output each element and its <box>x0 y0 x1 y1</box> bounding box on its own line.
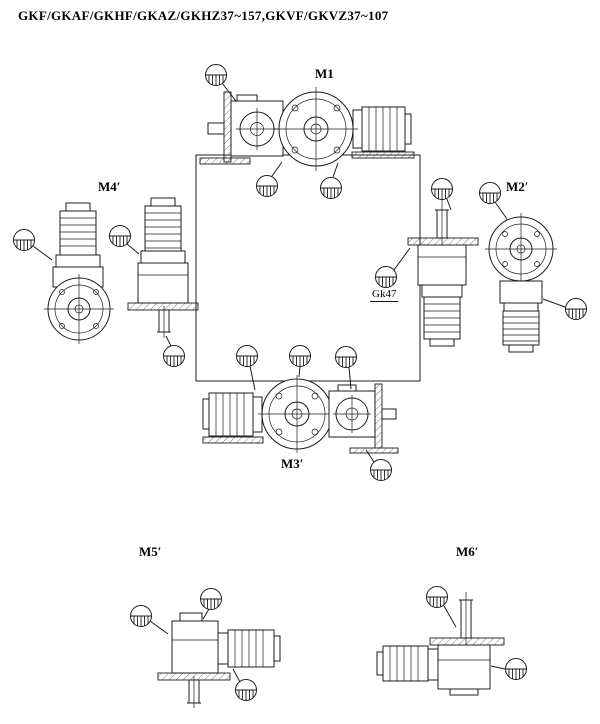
label-m6: M6′ <box>456 544 479 559</box>
oil-level-icon <box>370 459 392 481</box>
m4-drawing <box>13 197 199 367</box>
label-m3: M3′ <box>281 456 304 471</box>
label-m2: M2′ <box>506 179 529 194</box>
oil-level-icon <box>431 178 453 200</box>
oil-level-icon <box>505 658 527 680</box>
m5-drawing <box>130 588 281 708</box>
label-gk47: Gk47 <box>370 288 399 302</box>
m2-drawing <box>407 178 587 353</box>
page-title: GKF/GKAF/GKHF/GKAZ/GKHZ37~157,GKVF/GKVZ3… <box>18 8 389 23</box>
label-m5: M5′ <box>139 544 162 559</box>
oil-level-icon <box>375 266 397 288</box>
oil-level-icon <box>13 229 35 251</box>
label-m4: M4′ <box>98 179 121 194</box>
oil-level-icon <box>235 679 257 701</box>
label-m1: M1 <box>315 66 334 81</box>
oil-level-icon <box>426 586 448 608</box>
oil-level-icon <box>479 182 501 204</box>
oil-level-icon <box>256 175 278 197</box>
oil-level-icon <box>289 345 311 367</box>
m1-drawing <box>256 87 415 199</box>
oil-level-icon <box>335 346 357 368</box>
gk47-callout <box>375 247 411 288</box>
oil-level-icon <box>163 345 185 367</box>
m6-drawing <box>376 586 527 696</box>
oil-level-icon <box>205 64 227 86</box>
oil-level-icon <box>320 177 342 199</box>
oil-level-icon <box>200 588 222 610</box>
oil-level-icon <box>565 298 587 320</box>
oil-level-icon <box>236 345 258 367</box>
oil-level-icon <box>130 605 152 627</box>
oil-level-icon <box>109 225 131 247</box>
m3-drawing <box>202 345 399 481</box>
gear-unit-top-left-drawing <box>199 64 292 165</box>
